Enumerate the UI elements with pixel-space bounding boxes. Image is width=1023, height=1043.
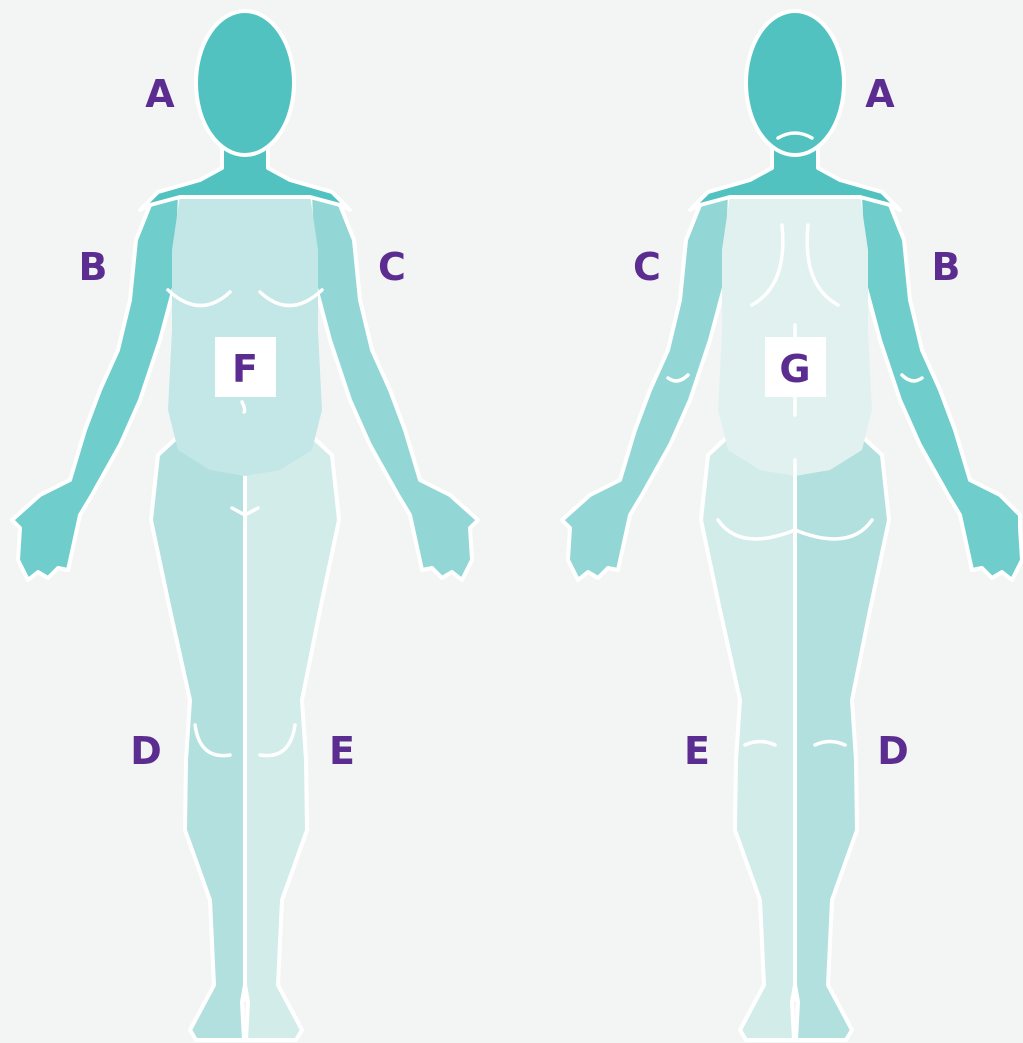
front-head[interactable]: [196, 11, 294, 155]
front-label-right-arm: B: [79, 245, 108, 289]
back-label-torso: G: [779, 347, 810, 391]
front-label-left-arm: C: [378, 245, 406, 289]
front-label-left-leg: E: [329, 729, 355, 773]
back-label-right-arm: B: [932, 245, 961, 289]
back-label-right-leg: D: [877, 729, 909, 773]
front-label-torso: F: [232, 347, 258, 391]
back-left-leg[interactable]: [701, 430, 795, 1040]
back-label-left-arm: C: [633, 245, 661, 289]
back-right-leg[interactable]: [795, 430, 889, 1040]
front-torso[interactable]: [168, 195, 322, 476]
back-label-head: A: [865, 72, 895, 116]
front-label-head: A: [145, 72, 175, 116]
front-label-right-leg: D: [130, 729, 162, 773]
back-label-left-leg: E: [684, 729, 710, 773]
back-figure: [562, 11, 1022, 1040]
front-figure: [12, 11, 478, 1040]
